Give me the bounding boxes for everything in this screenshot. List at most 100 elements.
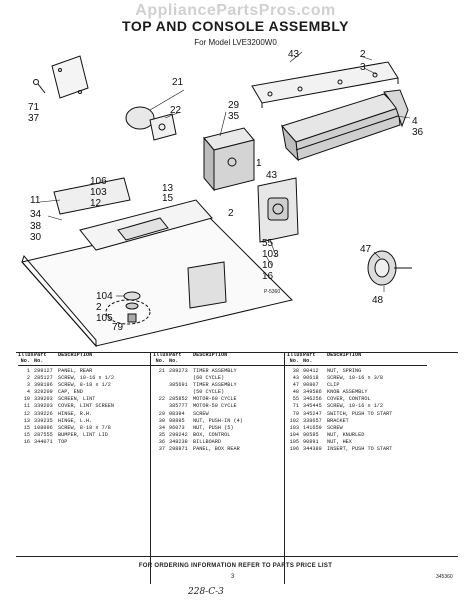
- callout-43-mid: 43: [266, 170, 278, 181]
- part-description: INSERT, PUSH TO START: [327, 446, 393, 453]
- callout-43-top: 43: [288, 49, 300, 60]
- watermark: AppliancePartsPros.com: [135, 2, 336, 19]
- illus-number: 104: [289, 431, 299, 438]
- part-description: KNOB ASSEMBLY: [327, 389, 368, 396]
- callout-71: 71: [28, 102, 40, 113]
- table-row: 4 329209 CAP, END: [18, 389, 158, 396]
- callout-11: 11: [30, 195, 41, 206]
- callout-79: 79: [112, 322, 124, 333]
- part-description: SCREW, 10-16 x 1/2: [327, 403, 384, 410]
- callout-55: 55: [262, 238, 274, 249]
- callout-15: 15: [162, 193, 174, 204]
- part-number: [169, 375, 193, 382]
- illus-number: 1: [26, 368, 30, 374]
- part-description: TOP: [58, 438, 68, 445]
- box-rear-panel: [51, 55, 89, 99]
- part-description: (60 CYCLE): [193, 375, 225, 382]
- part-description: SCREEN, LINT: [58, 396, 96, 403]
- illus-number: 34: [158, 424, 165, 431]
- illus-number: [153, 382, 169, 389]
- header-illus-no: Illus.No.: [153, 352, 172, 364]
- timer-motor: [125, 106, 177, 141]
- illus-number: 43: [292, 375, 299, 382]
- illus-number: 71: [292, 403, 299, 410]
- illus-number: 12: [23, 410, 30, 417]
- exploded-diagram: 43 2 3 21 22 29 35 4 36 71 37 106 103 12…: [21, 49, 424, 348]
- callout-4: 4: [412, 116, 418, 127]
- callout-2-low: 2: [96, 302, 102, 313]
- screw-71: [33, 79, 46, 94]
- part-description: CAP, END: [58, 389, 83, 396]
- part-description: HINGE, L.H.: [58, 417, 93, 424]
- callout-103-left: 103: [90, 187, 107, 198]
- part-description: SCREW, 10-16 x 3/8: [327, 375, 384, 382]
- illus-number: 4: [26, 389, 30, 396]
- illus-number: 105: [289, 438, 299, 445]
- part-description: SCREW, 8-18 x 7/8: [58, 424, 111, 431]
- callout-2-top: 2: [360, 49, 366, 60]
- part-number: 338657: [303, 417, 322, 424]
- control-box: [203, 127, 255, 192]
- part-number: 98394: [169, 410, 185, 417]
- part-number: 339226: [34, 410, 53, 417]
- part-number: 141659: [303, 424, 322, 431]
- part-description: TIMER ASSEMBLY: [193, 382, 237, 389]
- callout-22: 22: [170, 105, 182, 116]
- handwritten-note: 228-C-3: [188, 587, 224, 597]
- part-description: SCREW: [193, 410, 209, 417]
- illus-number: [153, 389, 169, 396]
- part-number: 339235: [34, 417, 53, 424]
- callout-29: 29: [228, 100, 240, 111]
- callout-103-right: 103: [262, 249, 279, 260]
- part-number: 98895: [169, 417, 185, 424]
- table-divider-2: [284, 352, 285, 584]
- page-number: 3: [231, 574, 235, 580]
- illus-number: 29: [158, 410, 165, 417]
- part-description: NUT, KNURLED: [327, 431, 365, 438]
- illus-number: 79: [292, 410, 299, 417]
- part-number: 90891: [303, 438, 319, 445]
- callout-1: 1: [256, 158, 262, 169]
- part-description: HINGE, R.H.: [58, 410, 93, 417]
- table-row: 71 345445 SCREW, 10-16 x 1/2: [287, 403, 427, 410]
- part-number: 287555: [34, 431, 53, 438]
- part-number: 96073: [169, 424, 185, 431]
- callout-35: 35: [228, 111, 240, 122]
- illus-number: 10: [23, 396, 30, 403]
- table-row: 12 339226 HINGE, R.H.: [18, 411, 158, 418]
- part-description: COVER, CONTROL: [327, 396, 371, 403]
- part-number: 329209: [34, 389, 53, 396]
- lint-cover: [53, 177, 131, 215]
- part-number: 299127: [34, 368, 53, 374]
- header-description: DESCRIPTION: [193, 352, 228, 358]
- callout-21: 21: [172, 77, 184, 88]
- illus-number: 15: [23, 431, 30, 438]
- part-description: MOTOR-60 CYCLE: [193, 396, 237, 403]
- callout-13: 13: [162, 183, 174, 194]
- callout-48: 48: [372, 295, 384, 306]
- header-description: DESCRIPTION: [58, 352, 93, 358]
- control-cover: [257, 177, 299, 243]
- illus-number: 37: [158, 446, 165, 453]
- part-description: TIMER ASSEMBLY: [193, 368, 237, 374]
- part-number: 345445: [303, 403, 322, 410]
- part-number: 344071: [34, 438, 53, 445]
